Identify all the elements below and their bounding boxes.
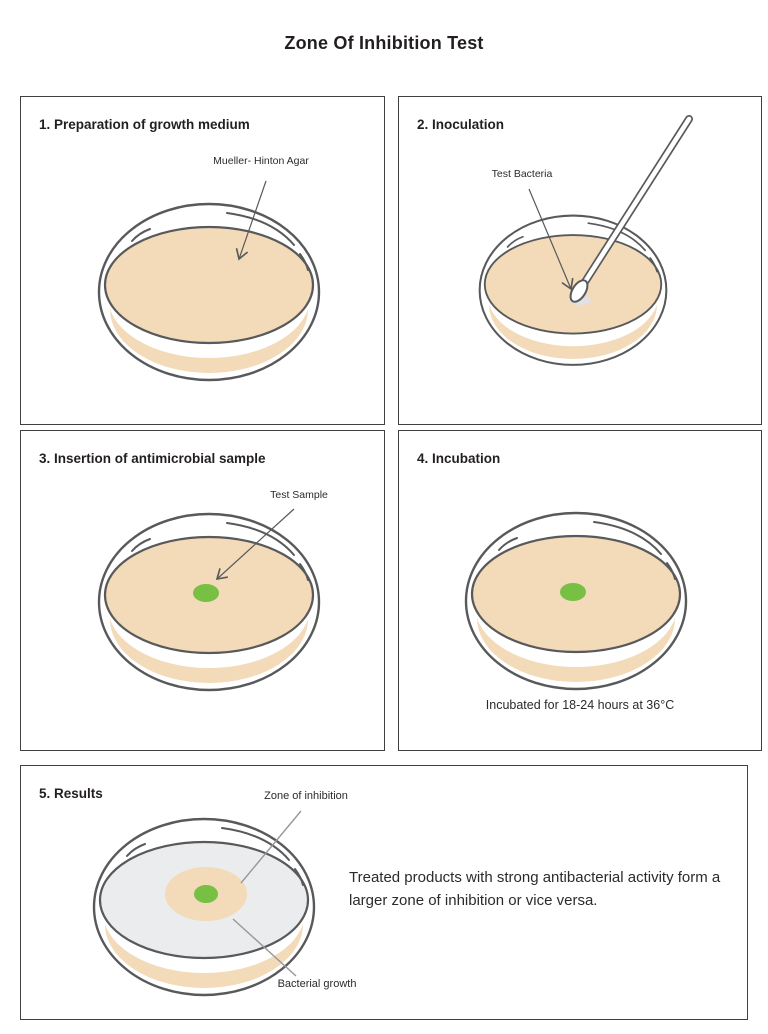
- sample-annotation-label: Test Sample: [270, 489, 328, 501]
- step1-heading: 1. Preparation of growth medium: [39, 117, 250, 132]
- step4-heading: 4. Incubation: [417, 451, 501, 466]
- petri-dish-agar-illustration: [97, 202, 321, 382]
- zone-of-inhibition-label: Zone of inhibition: [264, 790, 348, 802]
- petri-dish-results-illustration: [92, 817, 316, 997]
- panel-step1-preparation: 1. Preparation of growth medium Mueller-…: [20, 96, 385, 425]
- agar-annotation-label: Mueller- Hinton Agar: [213, 155, 309, 167]
- panel-step4-incubation: 4. Incubation Incubated for 18-24 hours …: [398, 430, 762, 751]
- panel-step2-inoculation: 2. Inoculation Test Bacteria: [398, 96, 762, 425]
- petri-dish-with-sample-illustration: [97, 512, 321, 692]
- step5-heading: 5. Results: [39, 786, 103, 801]
- bacteria-annotation-label: Test Bacteria: [491, 168, 553, 180]
- petri-dish-incubated-illustration: [464, 511, 688, 691]
- panel-step5-results: 5. Results Zone of inhibition Bacterial …: [20, 765, 748, 1020]
- petri-dish-agar-illustration: [478, 214, 668, 366]
- panel-step3-sample-insertion: 3. Insertion of antimicrobial sample Tes…: [20, 430, 385, 751]
- bacterial-growth-label: Bacterial growth: [277, 978, 357, 990]
- incubation-caption: Incubated for 18-24 hours at 36°C: [485, 698, 675, 712]
- results-description: Treated products with strong antibacteri…: [349, 869, 721, 909]
- diagram-title: Zone Of Inhibition Test: [284, 33, 484, 53]
- step3-heading: 3. Insertion of antimicrobial sample: [39, 451, 266, 466]
- step2-heading: 2. Inoculation: [417, 117, 505, 132]
